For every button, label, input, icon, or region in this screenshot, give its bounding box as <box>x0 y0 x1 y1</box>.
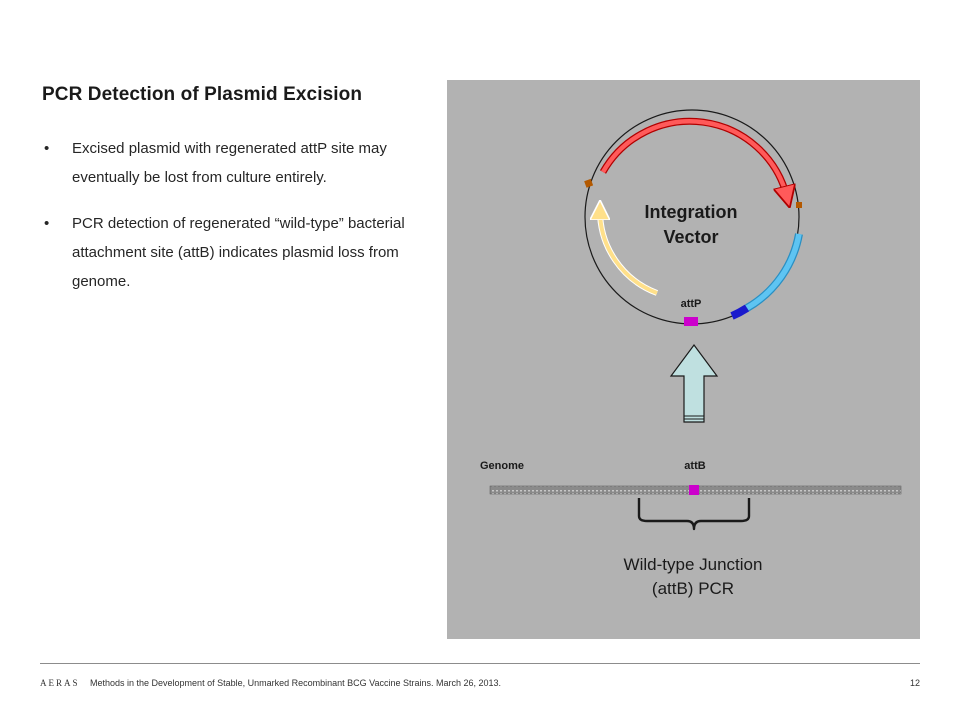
vector-label: Integration <box>645 202 738 222</box>
red-gene-arrow <box>599 117 791 198</box>
page-number: 12 <box>909 678 920 688</box>
attP-label: attP <box>681 298 702 310</box>
genome-label: Genome <box>480 460 524 472</box>
light-blue-segment <box>744 233 803 312</box>
pcr-brace <box>637 498 751 531</box>
bullet-list: • Excised plasmid with regenerated attP … <box>42 134 432 313</box>
slide-title: PCR Detection of Plasmid Excision <box>42 84 363 105</box>
bullet-text: Excised plasmid with regenerated attP si… <box>72 140 387 186</box>
plasmid-diagram: Integration Vector attP Genome attB Wild… <box>480 109 902 598</box>
bullet-text: PCR detection of regenerated “wild-type”… <box>72 215 405 290</box>
footer-text: Methods in the Development of Stable, Un… <box>90 678 502 688</box>
pcr-label: (attB) PCR <box>652 579 734 598</box>
dark-blue-segment <box>730 304 750 320</box>
footer-logo: AERAS <box>40 678 80 688</box>
footer-rule <box>40 663 920 664</box>
bullet-item: • Excised plasmid with regenerated attP … <box>42 134 432 192</box>
vector-label: Vector <box>663 227 718 247</box>
marker-right <box>796 202 802 208</box>
diagram-panel: Integration Vector attP Genome attB Wild… <box>447 80 920 639</box>
pcr-label: Wild-type Junction <box>624 555 763 574</box>
bullet-glyph: • <box>44 215 50 232</box>
bullet-glyph: • <box>44 140 50 157</box>
light-blue-segment-fill <box>745 233 802 311</box>
red-gene-arrow-fill <box>601 119 787 197</box>
attB-site <box>689 485 699 495</box>
attB-label: attB <box>684 460 705 472</box>
marker-left <box>584 178 594 188</box>
attP-site <box>684 317 698 326</box>
bullet-item: • PCR detection of regenerated “wild-typ… <box>42 209 432 296</box>
up-arrow-shape <box>669 343 719 423</box>
yellow-gene-arrow-fill <box>600 210 658 295</box>
